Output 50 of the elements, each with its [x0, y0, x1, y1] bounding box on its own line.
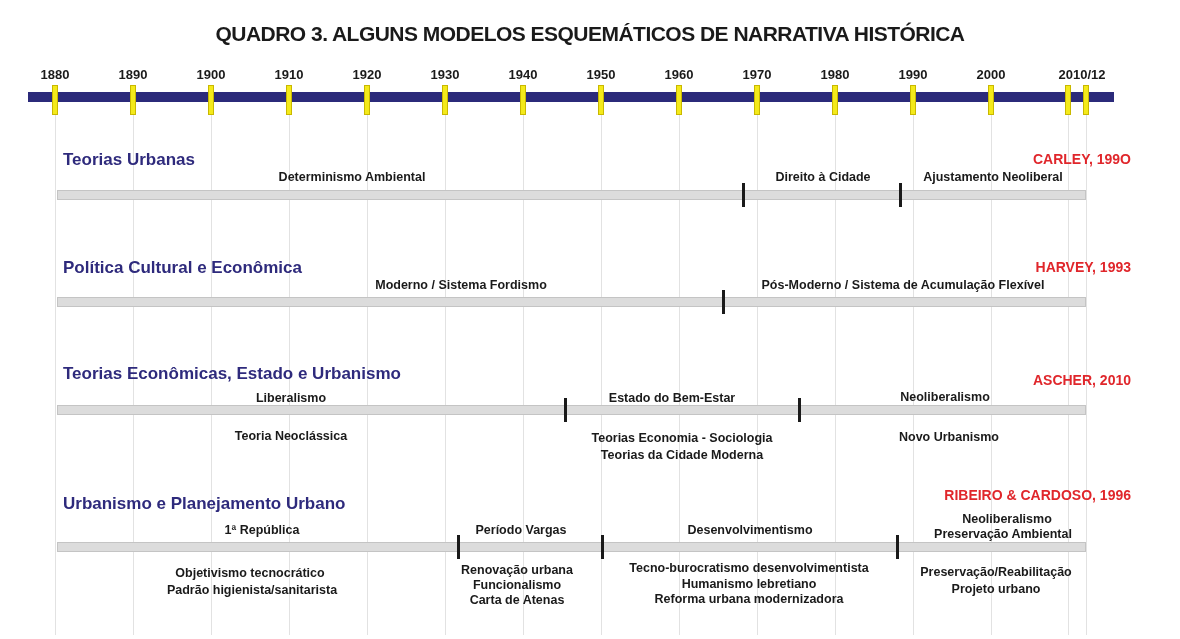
period-label: Humanismo lebretiano	[681, 577, 817, 593]
period-label: Pós-Moderno / Sistema de Acumulação Flexível	[761, 278, 1045, 294]
year-label: 1880	[40, 66, 70, 84]
year-label: 1950	[586, 66, 616, 84]
period-label: Projeto urbano	[951, 582, 1041, 598]
period-label: Renovação urbana	[461, 563, 573, 579]
period-label: Padrão higienista/sanitarista	[166, 583, 338, 599]
year-label: 1910	[274, 66, 304, 84]
period-label: 1ª República	[224, 523, 300, 539]
period-label: Ajustamento Neoliberal	[923, 170, 1063, 186]
period-label: Preservação Ambiental	[934, 527, 1072, 543]
row-heading: Teorias Urbanas	[63, 149, 195, 171]
year-label: 1990	[898, 66, 928, 84]
period-label: Direito à Cidade	[775, 170, 871, 186]
period-label: Objetivismo tecnocrático	[175, 566, 325, 582]
period-label: Funcionalismo	[472, 578, 562, 594]
year-label: 2010/12	[1058, 66, 1106, 84]
period-label: Carta de Atenas	[469, 593, 565, 609]
period-label: Teorias da Cidade Moderna	[600, 448, 764, 464]
author-citation: HARVEY, 1993	[1035, 259, 1131, 277]
row-heading: Política Cultural e Econômica	[63, 257, 302, 279]
year-label: 1960	[664, 66, 694, 84]
period-label: Período Vargas	[475, 523, 567, 539]
year-label: 1930	[430, 66, 460, 84]
period-label: Tecno-burocratismo desenvolvimentista	[629, 561, 869, 577]
year-label: 2000	[976, 66, 1006, 84]
period-label: Reforma urbana modernizadora	[654, 592, 844, 608]
row-heading: Teorias Econômicas, Estado e Urbanismo	[63, 363, 401, 385]
period-label: Moderno / Sistema Fordismo	[375, 278, 547, 294]
author-citation: ASCHER, 2010	[1032, 372, 1131, 390]
author-citation: CARLEY, 199O	[1032, 151, 1131, 169]
title: QUADRO 3. ALGUNS MODELOS ESQUEMÁTICOS DE NARRATIVA HISTÓRICA	[214, 21, 966, 47]
period-label: Desenvolvimentismo	[687, 523, 813, 539]
author-citation: RIBEIRO & CARDOSO, 1996	[944, 487, 1131, 505]
period-label: Teorias Economia - Sociologia	[591, 431, 773, 447]
period-label: Novo Urbanismo	[899, 430, 999, 446]
period-label: Neoliberalismo	[962, 512, 1052, 528]
year-label: 1920	[352, 66, 382, 84]
period-label: Teoria Neoclássica	[234, 429, 348, 445]
year-label: 1890	[118, 66, 148, 84]
period-label: Estado do Bem-Estar	[608, 391, 736, 407]
period-label: Preservação/Reabilitação	[920, 565, 1072, 581]
year-label: 1900	[196, 66, 226, 84]
period-label: Neoliberalismo	[900, 390, 990, 406]
row-heading: Urbanismo e Planejamento Urbano	[63, 493, 346, 515]
period-label: Determinismo Ambiental	[278, 170, 426, 186]
year-label: 1940	[508, 66, 538, 84]
period-label: Liberalismo	[255, 391, 327, 407]
year-label: 1970	[742, 66, 772, 84]
year-label: 1980	[820, 66, 850, 84]
